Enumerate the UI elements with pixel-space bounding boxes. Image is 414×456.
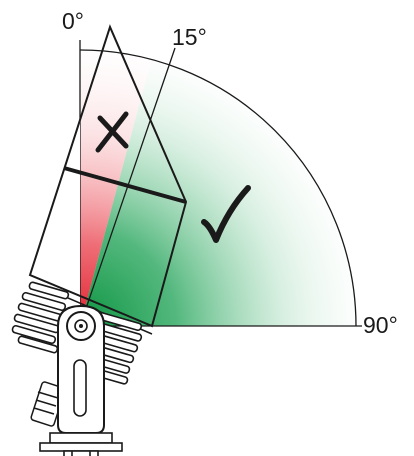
lamp-band [63,166,187,204]
mounting-bracket [57,304,105,434]
cross-mark-icon [95,111,129,153]
check-mark-icon [201,185,251,243]
mount-base [39,432,123,456]
angle-label-90: 90° [363,312,398,338]
angle-label-15: 15° [172,24,207,50]
angle-arc [79,49,357,327]
angle-label-0: 0° [62,8,84,34]
